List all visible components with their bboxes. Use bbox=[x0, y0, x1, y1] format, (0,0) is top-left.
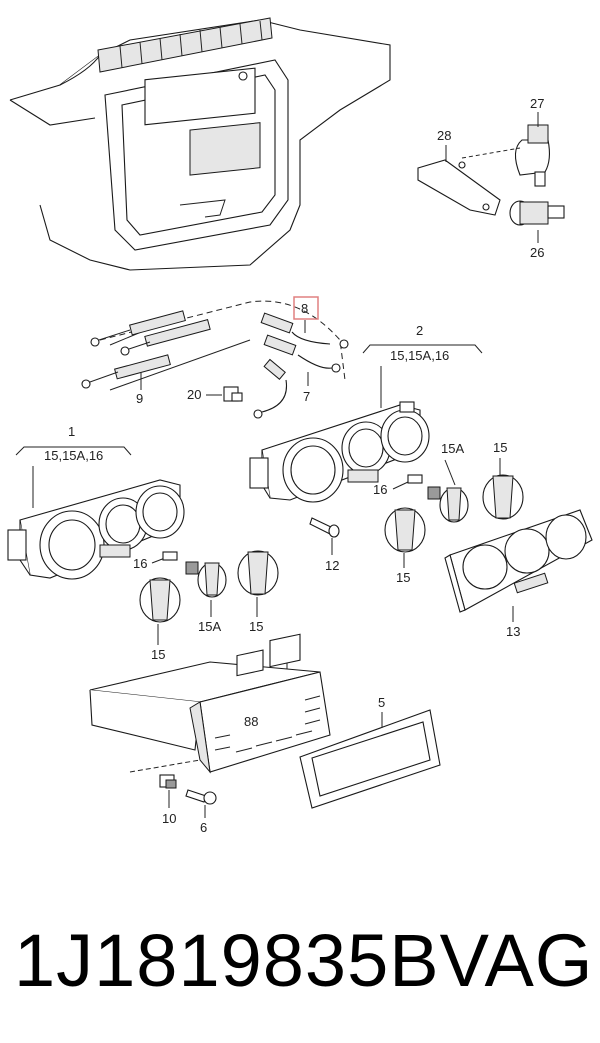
part-26-sensor bbox=[509, 200, 565, 226]
callout-1-sub: 15,15A,16 bbox=[44, 448, 103, 463]
pin-16-right bbox=[407, 474, 423, 484]
screw-6 bbox=[185, 789, 217, 805]
control-unit-1 bbox=[7, 479, 185, 580]
callout-7: 7 bbox=[303, 389, 310, 404]
clip-10 bbox=[159, 774, 177, 789]
callout-15-left: 15 bbox=[249, 619, 263, 634]
part-27-clip bbox=[514, 124, 551, 187]
knob-15a-right bbox=[427, 486, 469, 523]
trim-panel-13 bbox=[444, 509, 593, 613]
callout-28: 28 bbox=[437, 128, 451, 143]
knob-15-left bbox=[237, 550, 279, 596]
knob-15a-left bbox=[185, 561, 227, 598]
callout-5: 5 bbox=[378, 695, 385, 710]
knob-15-right-bottom bbox=[384, 507, 426, 553]
trim-frame-5 bbox=[299, 709, 441, 809]
callout-15a-right: 15A bbox=[441, 441, 464, 456]
climate-control-4: 88 bbox=[89, 633, 331, 774]
part-20-clip bbox=[223, 386, 243, 402]
callout-1: 1 bbox=[68, 424, 75, 439]
callout-12: 12 bbox=[325, 558, 339, 573]
callout-15-right-bottom: 15 bbox=[396, 570, 410, 585]
control-unit-2 bbox=[249, 401, 430, 503]
pin-16-left bbox=[162, 551, 178, 561]
callout-10: 10 bbox=[162, 811, 176, 826]
callout-15-right: 15 bbox=[493, 440, 507, 455]
parts-diagram: 27 28 26 bbox=[7, 17, 593, 835]
svg-text:88: 88 bbox=[244, 714, 258, 729]
callout-15a-left: 15A bbox=[198, 619, 221, 634]
callout-16-right: 16 bbox=[373, 482, 387, 497]
callout-8-highlight bbox=[293, 296, 319, 320]
callout-16-left: 16 bbox=[133, 556, 147, 571]
callout-15-left-bottom: 15 bbox=[151, 647, 165, 662]
callout-2: 2 bbox=[416, 323, 423, 338]
callout-27: 27 bbox=[530, 96, 544, 111]
screw-12 bbox=[309, 517, 340, 538]
callout-13: 13 bbox=[506, 624, 520, 639]
callout-9: 9 bbox=[136, 391, 143, 406]
dashboard-panel bbox=[9, 17, 391, 271]
brand-text: VAG bbox=[439, 918, 594, 1002]
callout-26: 26 bbox=[530, 245, 544, 260]
callout-2-sub: 15,15A,16 bbox=[390, 348, 449, 363]
knob-15-right bbox=[482, 474, 524, 520]
part-number-text: 1J1819835B bbox=[14, 918, 440, 1002]
knob-15-left-bottom bbox=[139, 577, 181, 623]
part-28-strip bbox=[417, 159, 501, 216]
cable-set bbox=[81, 300, 349, 419]
callout-8: 8 bbox=[301, 301, 308, 316]
caption-bar: 1J1819835B VAG bbox=[0, 905, 600, 1015]
callout-20: 20 bbox=[187, 387, 201, 402]
callout-6: 6 bbox=[200, 820, 207, 835]
